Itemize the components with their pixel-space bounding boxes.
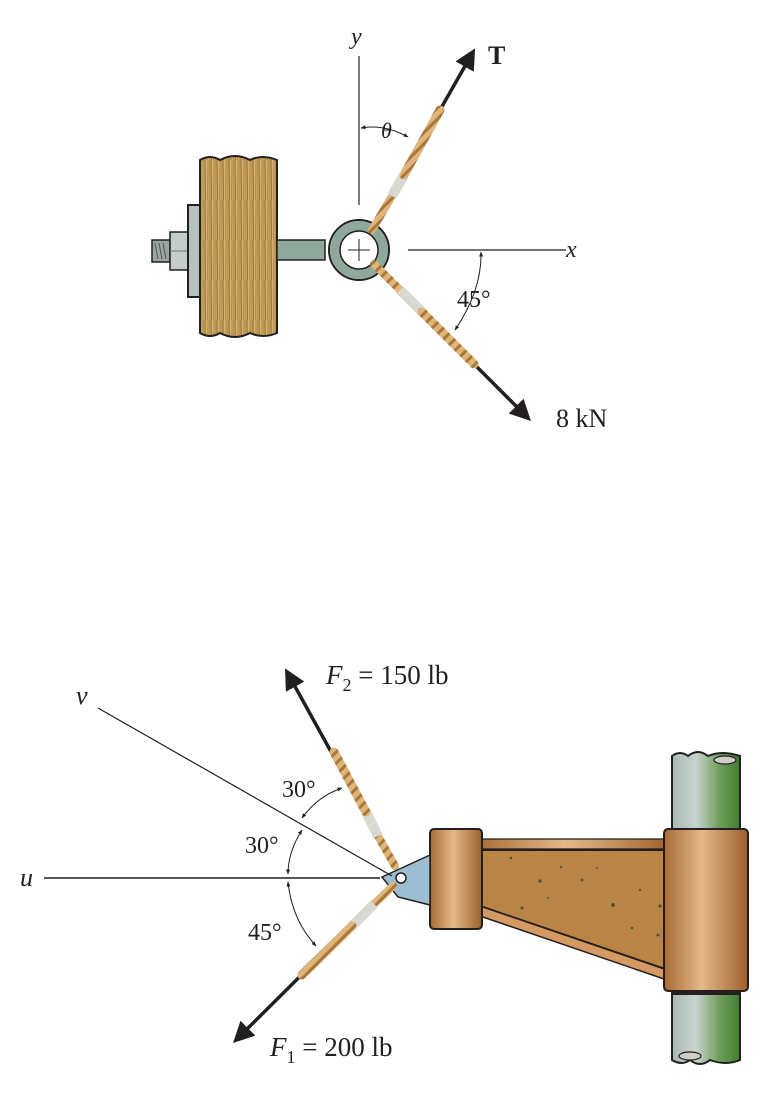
cable-8kN [370,260,531,421]
pipe-top-end [713,755,737,765]
tension-label: T [488,41,505,70]
cable-sleeve [396,286,426,316]
theta-label: θ [381,118,392,143]
bracket-hub [429,828,483,930]
cable-T [368,48,476,234]
bracket-web [479,849,669,972]
rope-segment [417,307,479,369]
angle-45-arc [454,251,484,331]
eye-ring-outer [328,219,390,281]
cable-sleeve [348,900,378,930]
pipe-bottom-end [678,1051,702,1061]
washer [187,204,201,298]
rope-segment [297,921,357,980]
bracket-diagonal-rod [476,907,674,980]
web-speckles [509,856,662,937]
cable-F1 [233,882,397,1043]
f2-label: F2 = 150 lb [325,660,448,695]
angle-45-label: 45° [457,287,491,313]
angle-arc-v-u [286,829,303,875]
angle-arc-f2-v [301,787,343,819]
plate-hole [395,872,407,884]
angle-v-u-label: 30° [245,833,279,859]
eye-bolt-figure: y x T θ 45° 8 kN [151,24,608,433]
thread-lines [154,242,167,260]
y-axis-label: y [349,24,362,50]
cable-F2 [284,668,399,870]
wood-block [199,155,278,338]
angle-f2-v-label: 30° [282,777,316,803]
angle-u-f1-label: 45° [248,920,282,946]
pipe-collar [663,828,749,992]
x-axis-label: x [565,237,577,263]
bolt-shank [276,239,326,261]
u-axis-label: u [20,863,33,892]
angle-arc-u-f1 [286,881,317,947]
rope-segment [399,105,445,180]
v-axis-line [97,707,393,877]
rope-segment [329,747,371,817]
eye-ring [330,221,388,279]
v-axis-label: v [76,681,88,710]
theta-arc [360,125,409,138]
force-8kN-label: 8 kN [556,404,608,433]
bracket-figure: v u F2 = 150 lb F1 = 200 lb 30° 30° 45° [20,660,749,1067]
f1-label: F1 = 200 lb [269,1032,392,1067]
bracket-top-rod [475,838,675,850]
